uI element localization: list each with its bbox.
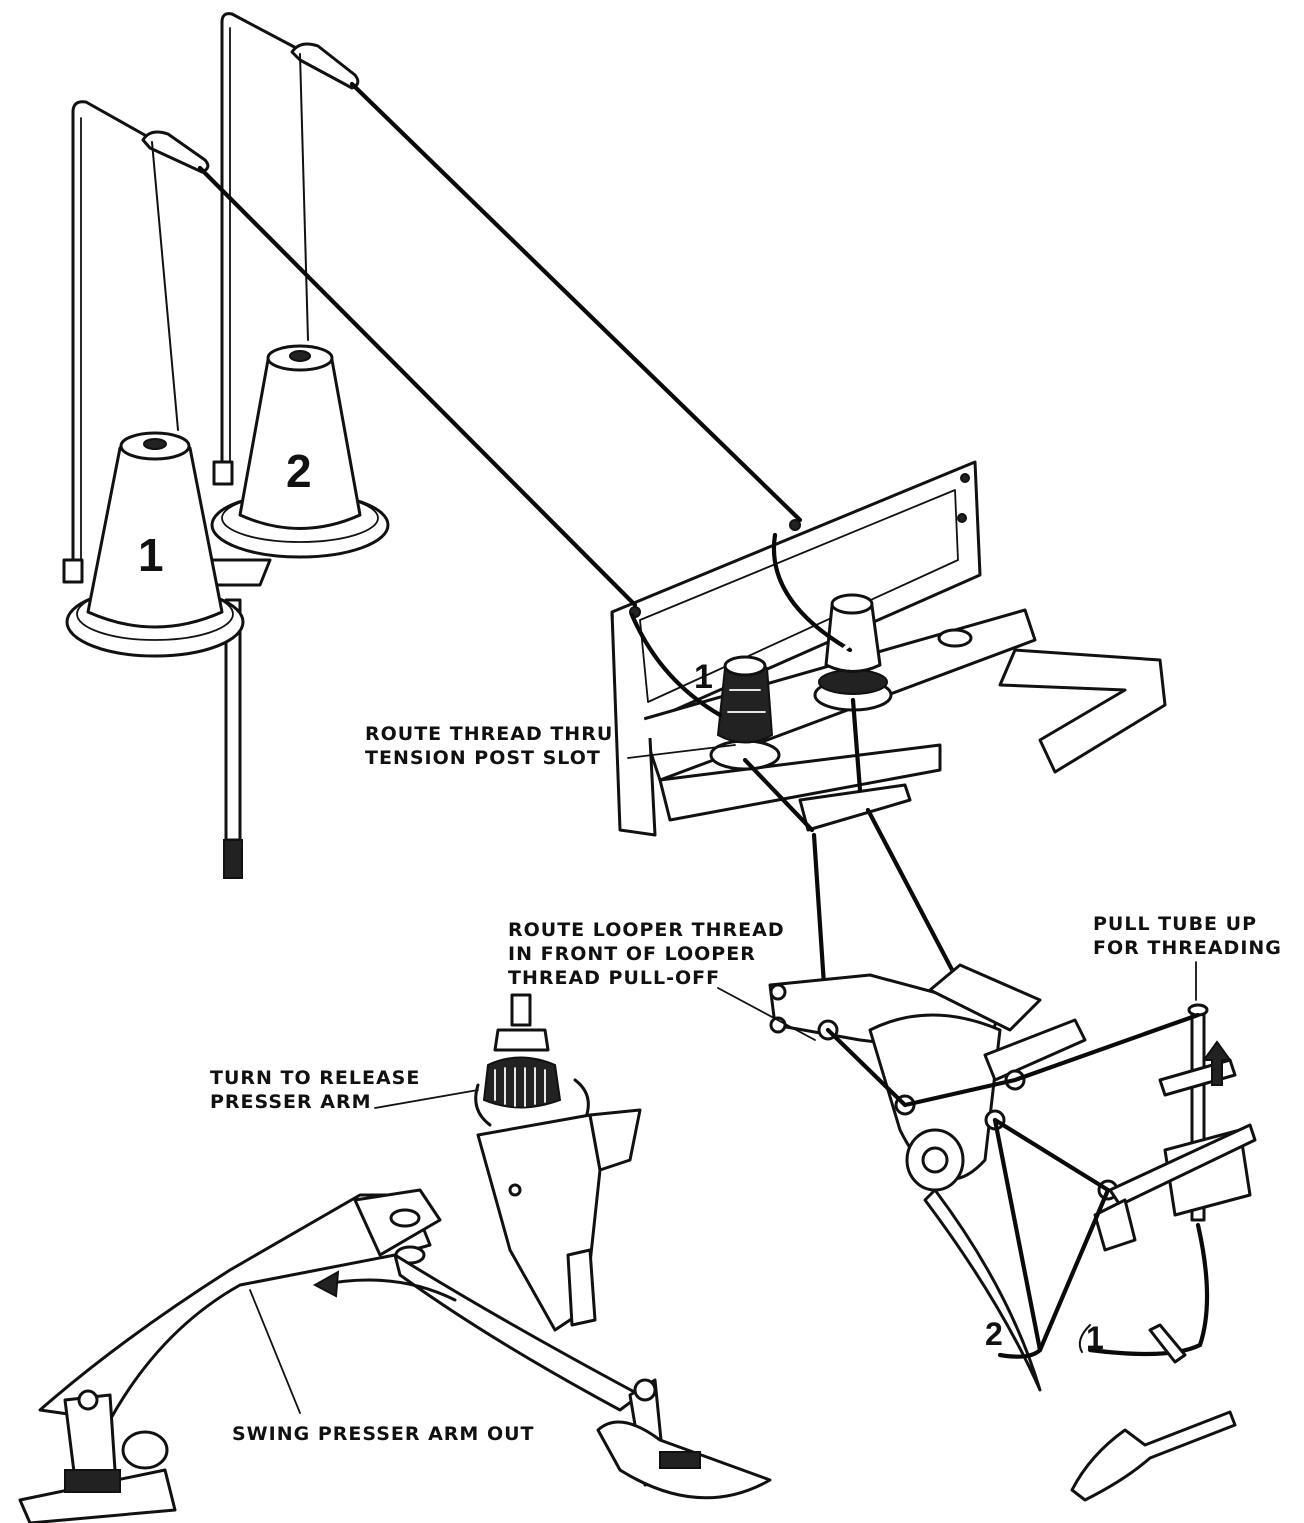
presser-arm-assembly xyxy=(18,993,772,1523)
label-pull-tube-up: PULL TUBE UP FOR THREADING xyxy=(1093,913,1282,959)
up-arrow-icon xyxy=(1202,1040,1232,1086)
tension-knob-2 xyxy=(813,593,893,712)
thread-down-1 xyxy=(811,832,828,1003)
thread-guide-eyelet-2 xyxy=(290,42,360,90)
cone-1-number: 1 xyxy=(138,529,164,581)
tension-1-number: 1 xyxy=(694,658,713,696)
leader-tension-post xyxy=(627,744,736,759)
tension-knob-1 xyxy=(709,655,781,771)
thread-end-2-number: 2 xyxy=(985,1316,1003,1352)
thread-1-main xyxy=(197,165,638,608)
label-tension-post-slot: ROUTE THREAD THRU TENSION POST SLOT xyxy=(365,723,614,769)
tweezer-tool xyxy=(1070,1410,1237,1502)
label-swing-presser-arm: SWING PRESSER ARM OUT xyxy=(232,1423,535,1445)
thread-2-to-guide xyxy=(299,53,309,341)
thread-end-1-number: 1 xyxy=(1086,1320,1104,1356)
thread-cone-1 xyxy=(62,431,245,658)
tension-2-number: 2 xyxy=(838,626,857,664)
looper-assembly xyxy=(768,963,1257,1392)
thread-stand xyxy=(71,12,360,879)
tension-assembly xyxy=(610,460,1167,837)
label-route-looper-thread: ROUTE LOOPER THREAD IN FRONT OF LOOPER T… xyxy=(508,919,785,989)
thread-2-main xyxy=(349,81,803,523)
cone-2-number: 2 xyxy=(286,445,312,497)
leader-swing-presser xyxy=(249,1289,301,1414)
thread-1-to-guide xyxy=(151,141,179,431)
label-turn-to-release: TURN TO RELEASE PRESSER ARM xyxy=(210,1067,421,1113)
leader-release-presser xyxy=(374,1089,479,1109)
leader-looper-thread xyxy=(717,987,816,1041)
thread-cone-2 xyxy=(210,344,390,559)
